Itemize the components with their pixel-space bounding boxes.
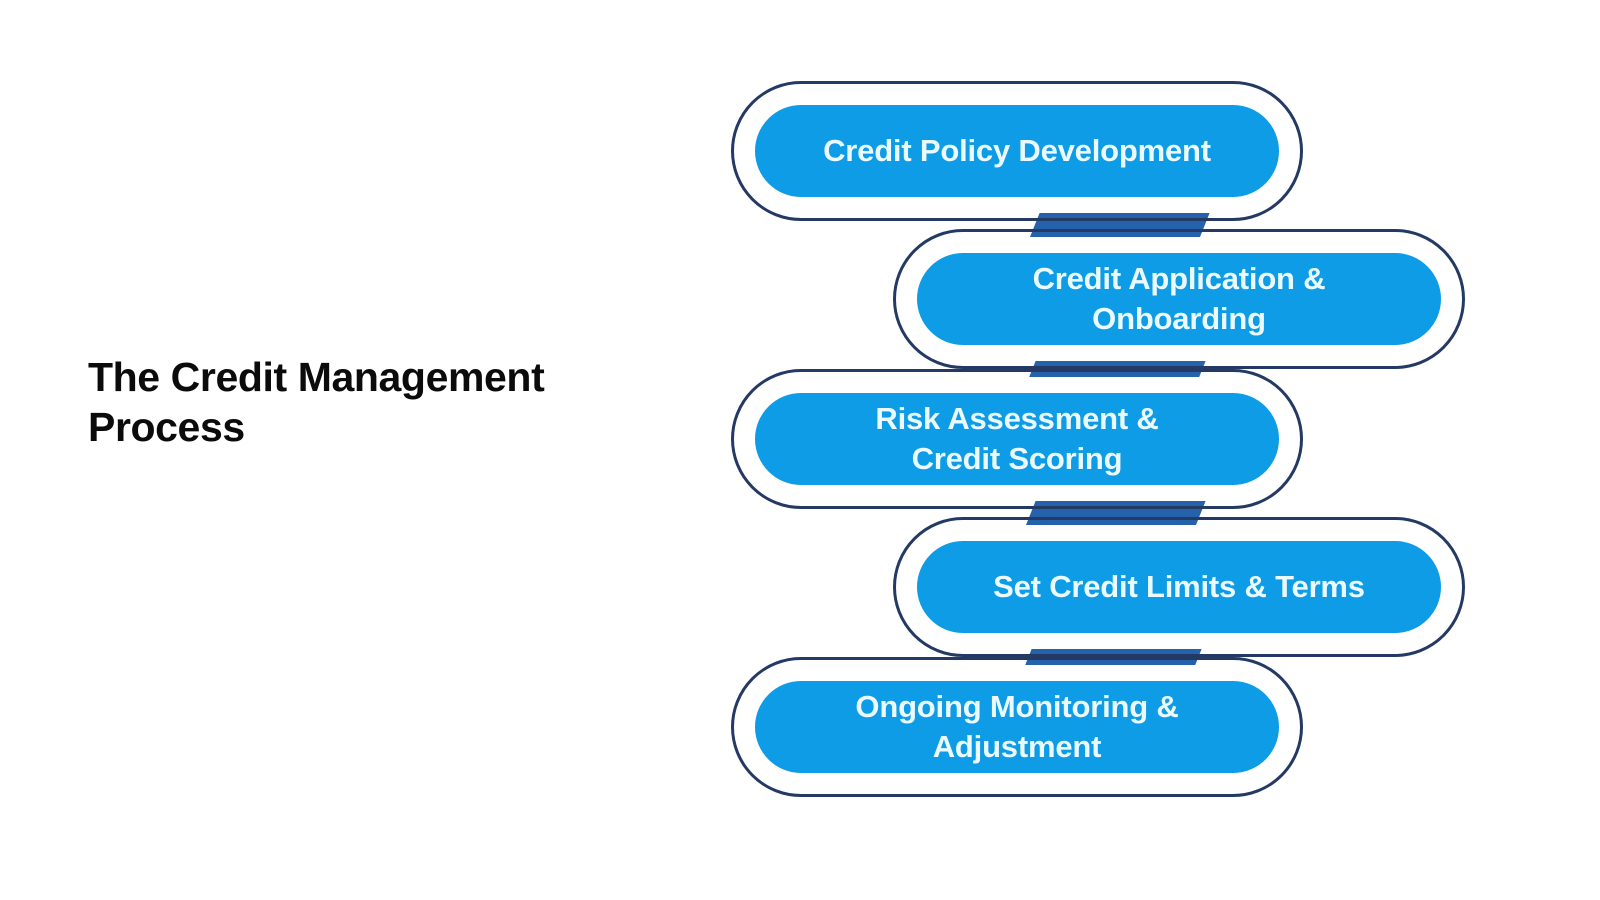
page-title-line-1: The Credit Management	[88, 354, 545, 400]
step-4-outline-ring	[893, 517, 1465, 657]
step-1-outline-ring	[731, 81, 1303, 221]
step-3-pill[interactable]: Risk Assessment & Credit Scoring	[755, 393, 1279, 485]
step-2-label: Credit Application & Onboarding	[1032, 261, 1326, 336]
step-4-label: Set Credit Limits & Terms	[993, 569, 1365, 604]
step-4-pill[interactable]: Set Credit Limits & Terms	[917, 541, 1441, 633]
step-5-label: Ongoing Monitoring & Adjustment	[855, 689, 1179, 764]
step-5-outline-ring	[731, 657, 1303, 797]
step-3-label: Risk Assessment & Credit Scoring	[875, 401, 1159, 476]
step-2-pill[interactable]: Credit Application & Onboarding	[917, 253, 1441, 345]
step-5-pill[interactable]: Ongoing Monitoring & Adjustment	[755, 681, 1279, 773]
page-title: The Credit Management Process	[88, 352, 688, 452]
step-3-outline-ring	[731, 369, 1303, 509]
step-1-pill[interactable]: Credit Policy Development	[755, 105, 1279, 197]
step-1-label: Credit Policy Development	[823, 133, 1211, 168]
step-2-outline-ring	[893, 229, 1465, 369]
page-title-line-2: Process	[88, 404, 245, 450]
